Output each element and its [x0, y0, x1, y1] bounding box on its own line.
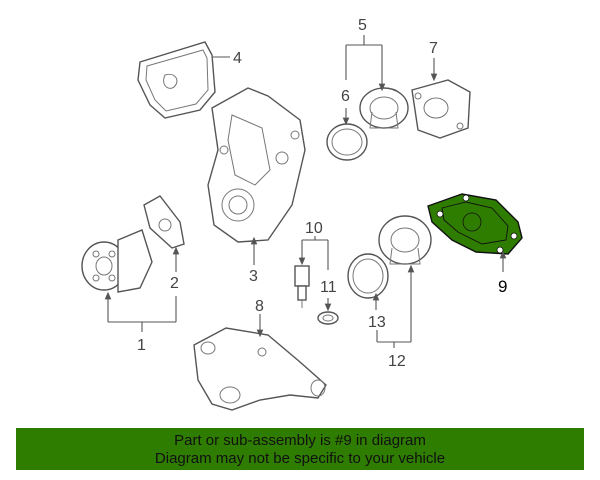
part-6-gasket-ring[interactable]	[326, 123, 368, 161]
label-6: 6	[341, 88, 350, 105]
info-banner: Part or sub-assembly is #9 in diagram Di…	[16, 428, 584, 470]
label-12: 12	[388, 353, 406, 370]
label-11: 11	[320, 279, 337, 296]
banner-line-1: Part or sub-assembly is #9 in diagram	[174, 432, 426, 449]
part-11-washer[interactable]	[317, 311, 339, 325]
part-7-thermostat-housing[interactable]	[411, 79, 471, 139]
part-4-gasket[interactable]	[137, 41, 216, 119]
part-10-sensor[interactable]	[294, 265, 310, 308]
label-10: 10	[305, 220, 323, 237]
label-3: 3	[249, 268, 258, 285]
part-8-outlet-housing[interactable]	[193, 327, 327, 411]
banner-line-2: Diagram may not be specific to your vehi…	[154, 450, 446, 467]
label-2: 2	[170, 275, 179, 292]
part-5-thermostat[interactable]	[359, 87, 409, 129]
label-8: 8	[255, 298, 264, 315]
label-13: 13	[368, 314, 386, 331]
part-2-gasket[interactable]	[143, 195, 185, 249]
parts-diagram: 4 3 5 6 7 2	[81, 17, 523, 411]
label-9: 9	[498, 277, 507, 296]
part-13-o-ring[interactable]	[347, 253, 389, 299]
label-1: 1	[137, 337, 146, 354]
part-1-water-pump[interactable]	[81, 229, 153, 293]
label-4: 4	[233, 50, 242, 67]
label-5: 5	[358, 17, 367, 34]
part-9-cover-highlighted[interactable]	[427, 193, 523, 255]
label-7: 7	[429, 40, 438, 57]
part-3-timing-cover[interactable]	[207, 87, 306, 243]
part-12-thermostat-assembly[interactable]	[378, 215, 432, 265]
